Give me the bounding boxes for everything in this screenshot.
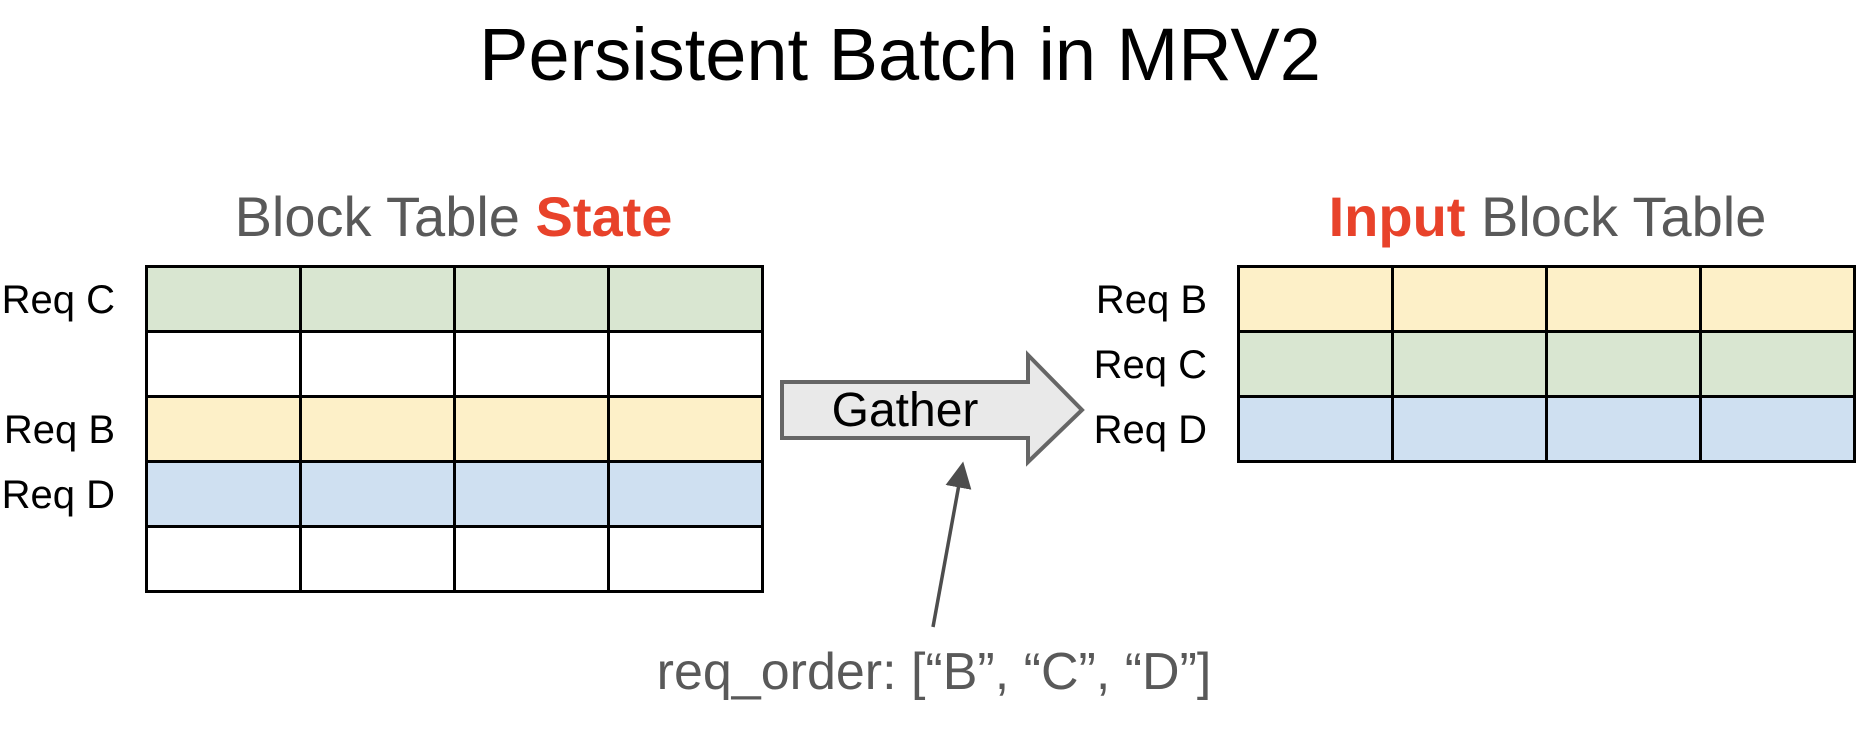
input-table-heading-highlight: Input (1328, 185, 1466, 248)
block-cell (1548, 398, 1699, 460)
annotation-arrow (931, 461, 972, 628)
block-cell (302, 463, 453, 525)
block-cell (148, 333, 299, 395)
row-label: Req C (1093, 343, 1207, 387)
input-block-table: Req B Req C Req D (1090, 265, 1856, 463)
block-cell (1240, 333, 1391, 395)
block-cell (456, 398, 607, 460)
block-cell (302, 398, 453, 460)
block-cell (1548, 268, 1699, 330)
block-cell (148, 463, 299, 525)
block-cell (1702, 333, 1853, 395)
block-cell (610, 398, 761, 460)
block-cell (1240, 398, 1391, 460)
gather-arrow-shape (780, 350, 1085, 467)
state-table-grid (145, 265, 764, 593)
row-label: Req D (1093, 408, 1207, 452)
input-table-heading: Input Block Table (1237, 186, 1858, 248)
input-table-labels: Req B Req C Req D (1090, 265, 1237, 463)
req-order-annotation: req_order: [“B”, “C”, “D”] (656, 643, 1212, 701)
block-cell (148, 528, 299, 590)
state-table-heading: Block Table State (145, 186, 762, 248)
row-label: Req C (1, 278, 115, 322)
block-cell (1702, 268, 1853, 330)
block-cell (610, 268, 761, 330)
gather-arrow-label: Gather (831, 383, 979, 437)
row-label: Req B (3, 408, 115, 452)
block-cell (302, 333, 453, 395)
row-label: Req D (1, 473, 115, 517)
input-table-heading-normal: Block Table (1481, 185, 1767, 248)
block-cell (302, 268, 453, 330)
block-cell (610, 333, 761, 395)
block-cell (1240, 268, 1391, 330)
block-cell (610, 463, 761, 525)
block-cell (1394, 268, 1545, 330)
state-table-heading-normal: Block Table (234, 185, 520, 248)
block-cell (456, 528, 607, 590)
block-cell (1548, 333, 1699, 395)
row-label: Req B (1095, 278, 1207, 322)
page-title: Persistent Batch in MRV2 (479, 13, 1321, 96)
block-cell (148, 398, 299, 460)
block-cell (1702, 398, 1853, 460)
block-cell (148, 268, 299, 330)
state-table-labels: Req C Req B Req D (0, 265, 145, 593)
block-cell (456, 268, 607, 330)
block-cell (302, 528, 453, 590)
row-label (0, 528, 145, 593)
state-table-heading-highlight: State (535, 185, 673, 248)
block-cell (610, 528, 761, 590)
state-block-table: Req C Req B Req D (0, 265, 764, 593)
block-cell (456, 333, 607, 395)
block-cell (1394, 398, 1545, 460)
row-label (0, 333, 145, 398)
block-cell (456, 463, 607, 525)
block-cell (1394, 333, 1545, 395)
input-table-grid (1237, 265, 1856, 463)
